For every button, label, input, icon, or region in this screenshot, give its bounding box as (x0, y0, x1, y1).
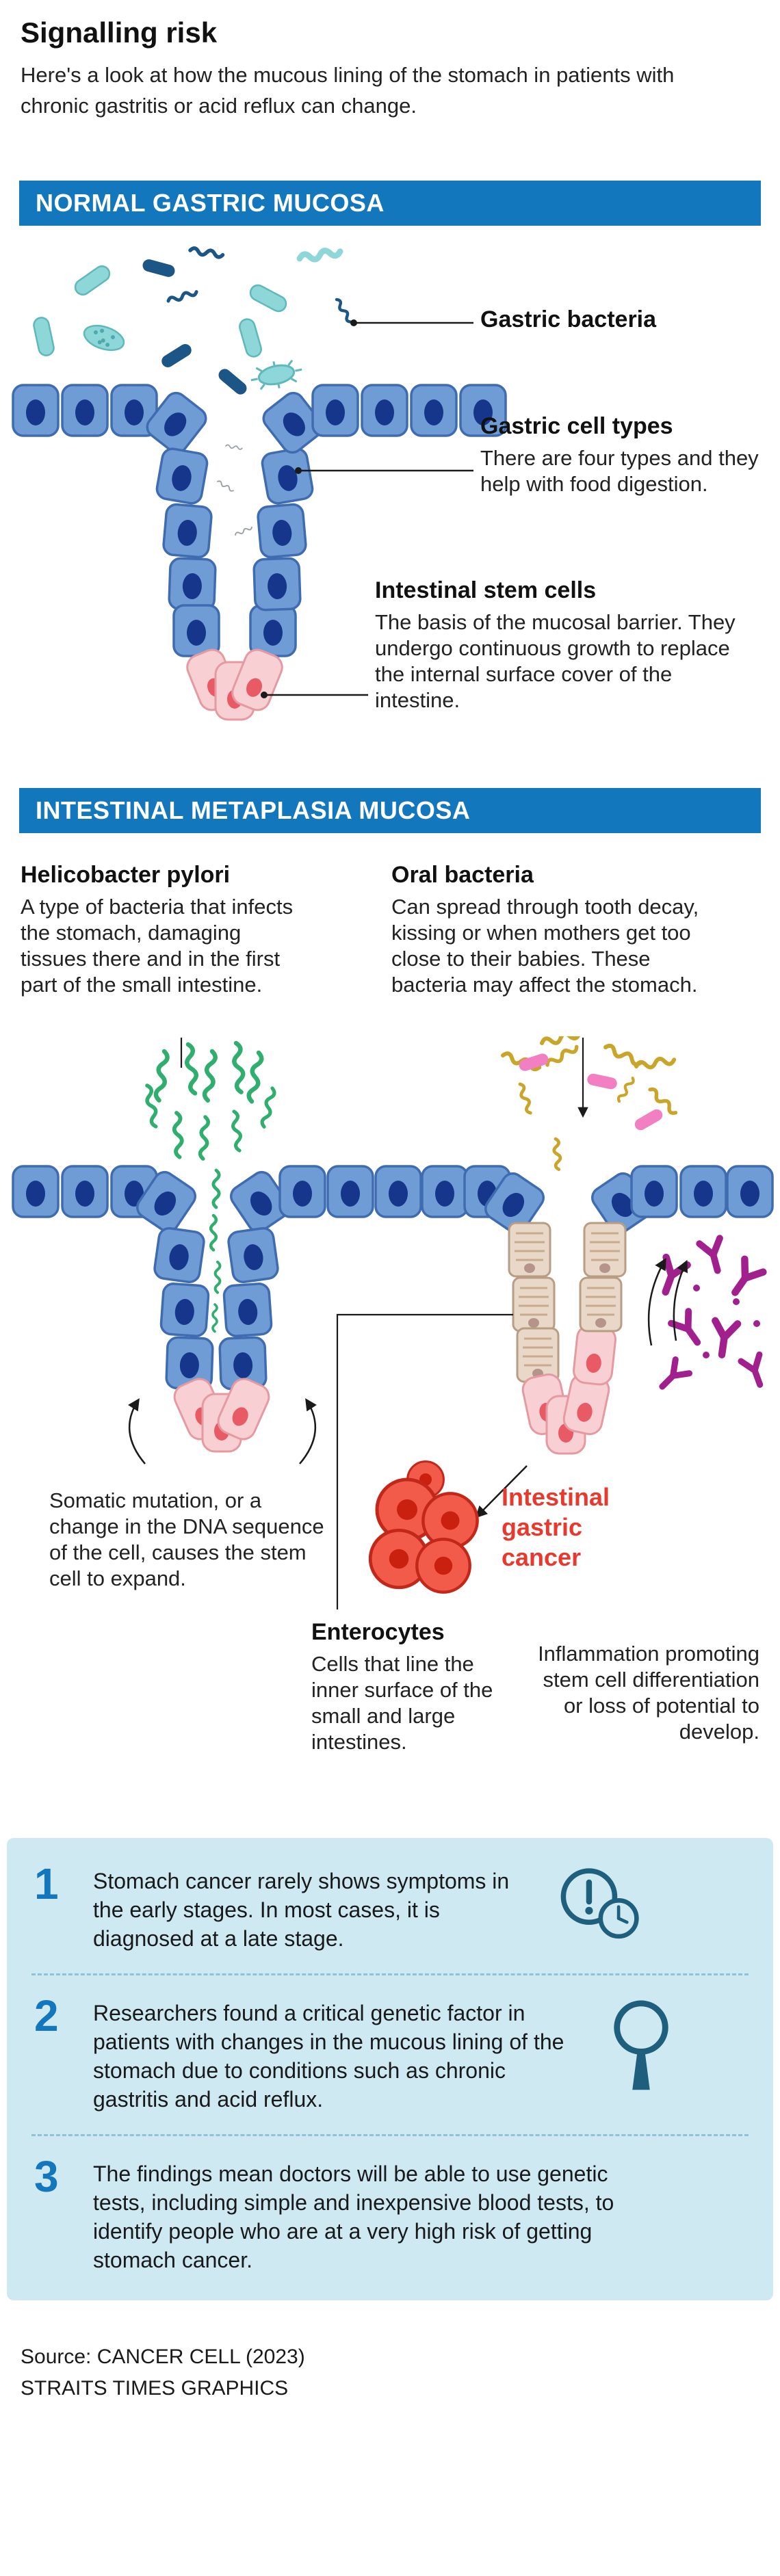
oral-bacteria-body: Can spread through tooth decay, kissing … (391, 894, 699, 997)
somatic-mutation-text: Somatic mutation, or a change in the DNA… (49, 1488, 324, 1590)
key-point-2: 2 Researchers found a critical genetic f… (31, 1973, 749, 2134)
gastric-cell-types-title: Gastric cell types (480, 412, 673, 439)
enterocytes-body: Cells that line the inner surface of the… (311, 1651, 493, 1754)
source-credit: Source: CANCER CELL (2023) (21, 2345, 305, 2368)
label-somatic-mutation: Somatic mutation, or a change in the DNA… (49, 1488, 337, 1592)
stem-cells (182, 644, 287, 721)
key-point-2-number: 2 (34, 1990, 59, 2040)
key-point-3-text: The findings mean doctors will be able t… (93, 2161, 614, 2272)
label-enterocytes: Enterocytes Cells that line the inner su… (311, 1619, 527, 1755)
right-pit-cells (508, 1222, 627, 1455)
antibody-dots (693, 1284, 760, 1358)
intestinal-stem-cells-body: The basis of the mucosal barrier. They u… (375, 609, 736, 712)
normal-mucosa-figure: Gastric bacteria Gastric cell types Ther… (0, 241, 780, 781)
label-gastric-cell-types: Gastric cell types There are four types … (480, 413, 761, 497)
helicobacter-column: Helicobacter pylori A type of bacteria t… (21, 862, 308, 998)
key-point-1-number: 1 (34, 1858, 59, 1908)
helicobacter-title: Helicobacter pylori (21, 861, 231, 888)
bacteria-columns: Helicobacter pylori A type of bacteria t… (21, 862, 759, 998)
pit-microbes (216, 444, 253, 537)
label-inflammation: Inflammation promoting stem cell differe… (534, 1641, 759, 1745)
surface-cells (12, 1165, 774, 1238)
banner-intestinal-metaplasia: INTESTINAL METAPLASIA MUCOSA (19, 787, 761, 833)
label-intestinal-gastric-cancer: Intestinal gastric cancer (502, 1482, 610, 1571)
oral-bacteria-column: Oral bacteria Can spread through tooth d… (391, 862, 720, 998)
page-title: Signalling risk (21, 16, 218, 49)
oral-bacteria-cluster (502, 1036, 677, 1170)
key-point-2-icon-wrap (572, 1996, 675, 2101)
normal-mucosa-illustration (12, 241, 507, 721)
key-points-panel: 1 Stomach cancer rarely shows symptoms i… (7, 1837, 773, 2300)
helicobacter-body: A type of bacteria that infects the stom… (21, 894, 294, 997)
leader-lines (261, 319, 473, 698)
graphics-credit: STRAITS TIMES GRAPHICS (21, 2376, 289, 2400)
inflammation-arrows (647, 1257, 688, 1346)
alert-clock-icon (560, 1868, 639, 1939)
cancer-cells (370, 1460, 477, 1592)
intestinal-stem-cells-title: Intestinal stem cells (375, 577, 597, 603)
antibody-icons (655, 1238, 769, 1393)
key-point-3: 3 The findings mean doctors will be able… (31, 2133, 749, 2283)
footer: Source: CANCER CELL (2023) STRAITS TIMES… (21, 2341, 759, 2404)
oral-bacteria-title: Oral bacteria (391, 861, 534, 888)
metaplasia-illustration (12, 1036, 774, 1609)
inflammation-text: Inflammation promoting stem cell differe… (538, 1641, 759, 1744)
gastric-bacteria-title: Gastric bacteria (480, 306, 657, 332)
label-gastric-bacteria: Gastric bacteria (480, 306, 656, 333)
key-point-1: 1 Stomach cancer rarely shows symptoms i… (31, 1856, 749, 1973)
magnifier-icon (614, 2000, 668, 2090)
key-point-2-text: Researchers found a critical genetic fac… (93, 2000, 564, 2112)
enterocytes-connector (336, 1313, 513, 1609)
gastric-bacteria-cluster (31, 248, 352, 397)
ciliated-bacterium (250, 359, 302, 391)
enterocytes-title: Enterocytes (311, 1618, 445, 1645)
banner-normal-gastric-mucosa: NORMAL GASTRIC MUCOSA (19, 180, 761, 226)
header: Signalling risk Here's a look at how the… (0, 0, 780, 122)
metaplasia-figure: Somatic mutation, or a change in the DNA… (0, 1036, 780, 1830)
expansion-arrows (128, 1397, 317, 1464)
column-pointers (180, 1037, 588, 1118)
key-point-3-number: 3 (34, 2151, 59, 2201)
label-intestinal-stem-cells: Intestinal stem cells The basis of the m… (375, 577, 762, 713)
cancer-arrow (475, 1464, 528, 1519)
dotted-bacterium (83, 324, 125, 351)
gastric-cell-types-body: There are four types and they help with … (480, 445, 759, 496)
page-subtitle: Here's a look at how the mucous lining o… (21, 63, 675, 118)
key-point-1-icon-wrap (538, 1864, 640, 1942)
key-point-1-text: Stomach cancer rarely shows symptoms in … (93, 1868, 510, 1951)
expanding-stem-cells (169, 1374, 274, 1453)
